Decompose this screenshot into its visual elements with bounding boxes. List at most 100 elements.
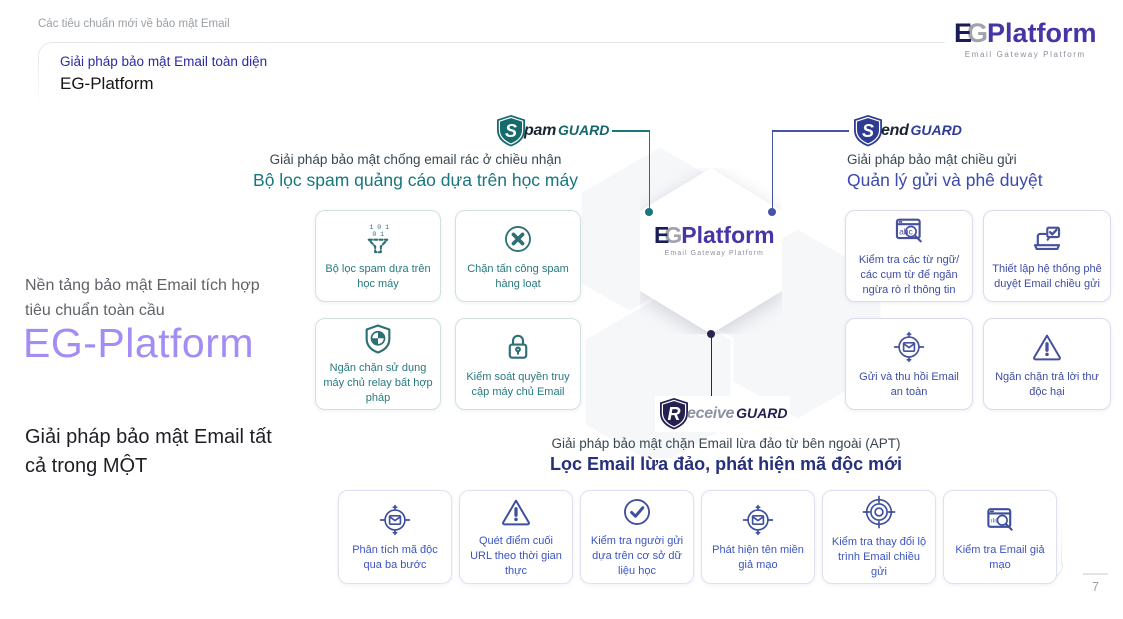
hexagon-logo-tagline: Email Gateway Platform	[664, 250, 764, 257]
logo-letter-g: G	[967, 18, 989, 48]
frame-top-left-corner	[38, 42, 55, 59]
shield-badge-icon: S	[854, 115, 882, 147]
logo-letter-e: E	[954, 18, 973, 48]
left-tagline: Giải pháp bảo mật Email tất cả trong MỘT	[25, 423, 283, 481]
spamguard-connector-line	[648, 130, 650, 212]
feature-card: Chặn tấn công spam hàng loạt	[455, 210, 581, 302]
feature-card: Kiểm tra người gửi dựa trên cơ sở dữ liệ…	[580, 490, 694, 584]
slide-eyebrow: Các tiêu chuẩn mới về bảo mật Email	[38, 18, 230, 30]
apt-subheading: Lọc Email lừa đảo, phát hiện mã độc mới	[550, 454, 902, 474]
send-heading: Giải pháp bảo mật chiều gửi	[847, 152, 1017, 167]
padlock-icon	[501, 329, 535, 365]
feature-card-label: Kiểm tra các từ ngữ/ các cụm từ để ngăn …	[858, 254, 960, 296]
feature-card: Quét điểm cuối URL theo thời gian thực	[459, 490, 573, 584]
shield-quadrant-icon	[361, 322, 395, 356]
feature-card-label: Chặn tấn công spam hàng loạt	[467, 262, 569, 290]
sendguard-label: end GUARD	[881, 122, 962, 139]
feature-card: abc Kiểm tra các từ ngữ/ các cụm từ để n…	[845, 210, 973, 302]
hexagon-logo-wordmark: E G Platform	[654, 224, 775, 247]
feature-card: Kiểm tra thay đổi lộ trình Email chiều g…	[822, 490, 936, 584]
feature-card: Phân tích mã độc qua ba bước	[338, 490, 452, 584]
svg-text:S: S	[862, 121, 874, 141]
frame-right-border	[1061, 521, 1062, 564]
envelope-crosshair-icon	[891, 329, 927, 365]
feature-card-label: Thiết lập hệ thống phê duyệt Email chiều…	[992, 262, 1102, 290]
sendguard-connector-line	[772, 130, 852, 132]
spam-section-headings: Giải pháp bảo mật chống email rác ở chiề…	[233, 152, 598, 191]
left-brand-title: EG-Platform	[23, 320, 255, 367]
logo-letter-e: E	[654, 222, 670, 248]
spam-subheading: Bộ lọc spam quảng cáo dựa trên học máy	[253, 170, 578, 190]
logo-platform-text: Platform	[987, 18, 1097, 48]
warning-triangle-icon	[1030, 329, 1064, 365]
receive-vertex-dot	[707, 330, 715, 338]
target-bullseye-icon	[861, 494, 897, 530]
shield-badge-icon: R	[660, 398, 688, 430]
feature-card: Phát hiện tên miền giả mạo	[701, 490, 815, 584]
eg-platform-logo: E G Platform Email Gateway Platform	[948, 18, 1103, 61]
laptop-approve-icon	[1029, 221, 1065, 257]
frame-top-border	[52, 42, 945, 43]
sendguard-badge: S end GUARD	[849, 113, 965, 149]
svg-text:0 1: 0 1	[372, 231, 384, 238]
spamguard-connector-line	[588, 130, 650, 132]
send-subheading: Quản lý gửi và phê duyệt	[847, 170, 1043, 190]
logo-tagline: Email Gateway Platform	[964, 50, 1086, 59]
send-card-grid: abc Kiểm tra các từ ngữ/ các cụm từ để n…	[845, 210, 1111, 410]
window-search-icon: ılıl	[982, 502, 1018, 538]
svg-text:ılıl: ılıl	[991, 517, 998, 524]
feature-card-label: Bộ lọc spam dựa trên học máy	[325, 262, 431, 290]
apt-card-grid: Phân tích mã độc qua ba bước Quét điểm c…	[338, 490, 1057, 584]
feature-card-label: Phát hiện tên miền giả mạo	[712, 543, 804, 571]
slide-title: EG-Platform	[60, 74, 154, 93]
feature-card-label: Kiểm tra Email giả mạo	[955, 543, 1045, 571]
center-hexagon	[640, 168, 782, 334]
warning-triangle-icon	[499, 495, 533, 529]
svg-text:S: S	[505, 121, 517, 141]
spamguard-label: pam GUARD	[524, 122, 610, 139]
feature-card: ılıl Kiểm tra Email giả mạo	[943, 490, 1057, 584]
feature-card-label: Kiểm tra người gửi dựa trên cơ sở dữ liệ…	[590, 535, 684, 577]
envelope-crosshair-icon	[740, 502, 776, 538]
slide-subtitle: Giải pháp bảo mật Email toàn diện	[60, 54, 268, 69]
shield-badge-icon: S	[497, 115, 525, 147]
feature-card: Kiểm soát quyền truy cập máy chủ Email	[455, 318, 581, 410]
logo-platform-text: Platform	[681, 222, 775, 248]
window-abc-search-icon: abc	[891, 214, 927, 248]
spamguard-badge: S pam GUARD	[492, 113, 613, 149]
send-vertex-dot	[768, 208, 776, 216]
envelope-crosshair-icon	[377, 502, 413, 538]
svg-text:1 0 1: 1 0 1	[370, 224, 390, 231]
frame-left-border	[38, 57, 39, 109]
apt-heading: Giải pháp bảo mật chặn Email lừa đảo từ …	[551, 436, 901, 451]
receiveguard-connector-line	[710, 334, 712, 398]
send-section-headings: Giải pháp bảo mật chiều gửi Quản lý gửi …	[847, 152, 1123, 191]
receiveguard-label: eceive GUARD	[687, 405, 788, 422]
feature-card: Ngăn chặn trả lời thư độc hại	[983, 318, 1111, 410]
spam-heading: Giải pháp bảo mật chống email rác ở chiề…	[269, 152, 562, 167]
left-intro-text: Nền tảng bảo mật Email tích hợp tiêu chu…	[25, 274, 277, 324]
feature-card: Thiết lập hệ thống phê duyệt Email chiều…	[983, 210, 1111, 302]
feature-card-label: Ngăn chặn trả lời thư độc hại	[995, 370, 1099, 398]
feature-card-label: Kiểm soát quyền truy cập máy chủ Email	[466, 370, 570, 398]
feature-card-label: Quét điểm cuối URL theo thời gian thực	[470, 535, 562, 577]
eg-platform-wordmark: E G Platform	[954, 20, 1097, 47]
feature-card-label: Gửi và thu hồi Email an toàn	[859, 370, 959, 398]
feature-card: Gửi và thu hồi Email an toàn	[845, 318, 973, 410]
receiveguard-badge: R eceive GUARD	[655, 396, 791, 432]
page-number: 7	[1092, 580, 1099, 594]
hexagon-logo: E G Platform Email Gateway Platform	[648, 222, 781, 259]
feature-card-label: Phân tích mã độc qua ba bước	[352, 543, 438, 571]
sendguard-connector-line	[771, 130, 773, 212]
circle-x-icon	[501, 221, 535, 257]
spam-vertex-dot	[645, 208, 653, 216]
logo-letter-g: G	[664, 222, 683, 248]
feature-card: Ngăn chặn sử dụng máy chủ relay bất hợp …	[315, 318, 441, 410]
svg-text:R: R	[668, 404, 681, 424]
check-circle-icon	[620, 495, 654, 529]
feature-card-label: Ngăn chặn sử dụng máy chủ relay bất hợp …	[323, 362, 433, 404]
